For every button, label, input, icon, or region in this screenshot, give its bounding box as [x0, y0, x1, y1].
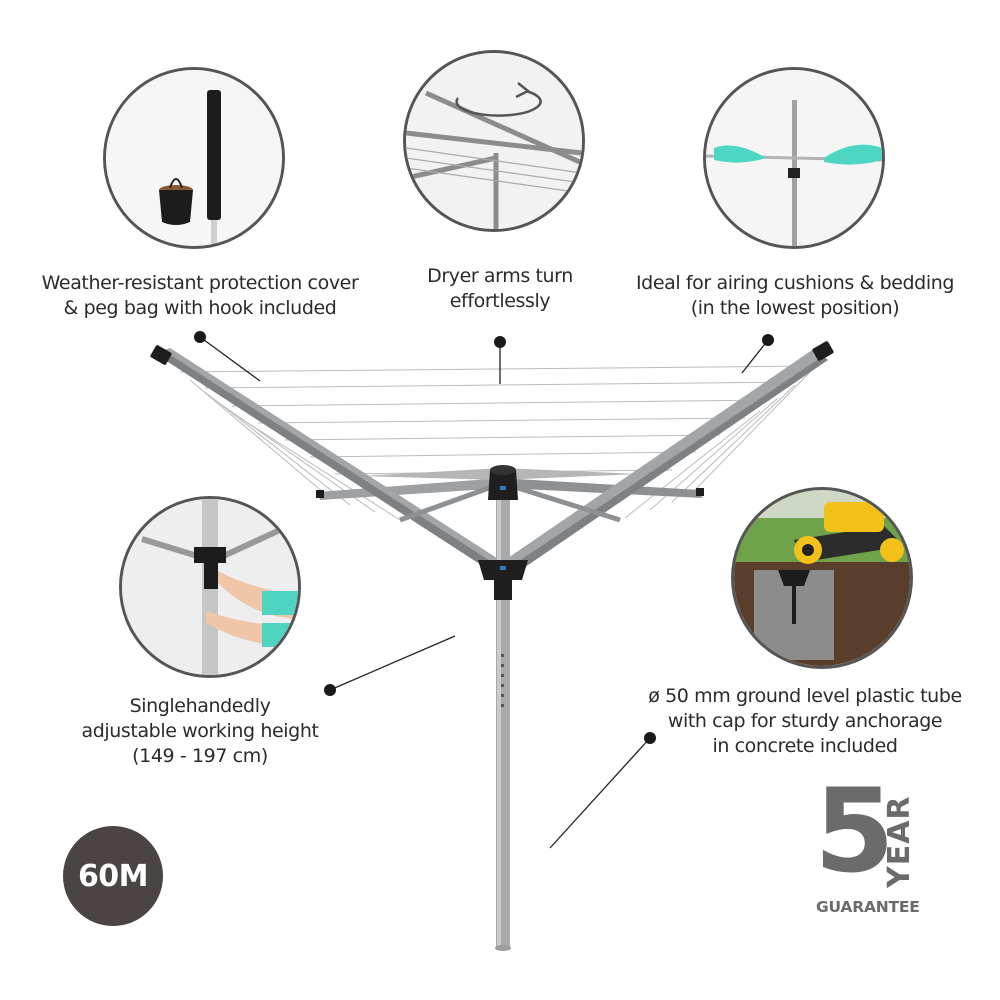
- pointer-dots: [194, 331, 774, 744]
- guarantee-number: 5: [814, 764, 895, 899]
- cushion-icon: [714, 145, 766, 163]
- length-badge: 60M: [63, 826, 163, 926]
- arm-end-caps: [150, 341, 834, 498]
- rotate-arrow-icon: [455, 82, 542, 117]
- guarantee-badge: 5 YEAR GUARANTEE: [814, 772, 926, 922]
- front-arms: [158, 346, 830, 576]
- peg-bag-icon: [159, 190, 193, 225]
- ground-tube-image: [731, 487, 913, 669]
- pointer-lines: [199, 336, 769, 849]
- caption-airing: Ideal for airing cushions & bedding (in …: [635, 272, 955, 319]
- cover-bag-image: [103, 67, 285, 249]
- rotate-arms-image: [403, 50, 585, 232]
- pole: [495, 480, 511, 951]
- back-arms: [318, 468, 702, 500]
- height-adjust-image: [119, 496, 301, 678]
- caption-cover: Weather-resistant protection cover & peg…: [41, 272, 359, 319]
- guarantee-year: YEAR: [882, 795, 917, 888]
- hub-bottom: [478, 560, 528, 600]
- caption-rotate: Dryer arms turn effortlessly: [427, 265, 573, 312]
- protection-cover-icon: [207, 90, 221, 220]
- caption-height: Singlehandedly adjustable working height…: [81, 695, 319, 767]
- ground-tube-icon: [778, 570, 810, 624]
- caption-tube: ø 50 mm ground level plastic tube with c…: [648, 685, 962, 757]
- length-badge-text: 60M: [77, 858, 149, 894]
- hub-top: [488, 465, 518, 500]
- cushion-icon: [824, 144, 882, 165]
- guarantee-label: GUARANTEE: [816, 898, 920, 916]
- airing-cushions-image: [703, 67, 885, 249]
